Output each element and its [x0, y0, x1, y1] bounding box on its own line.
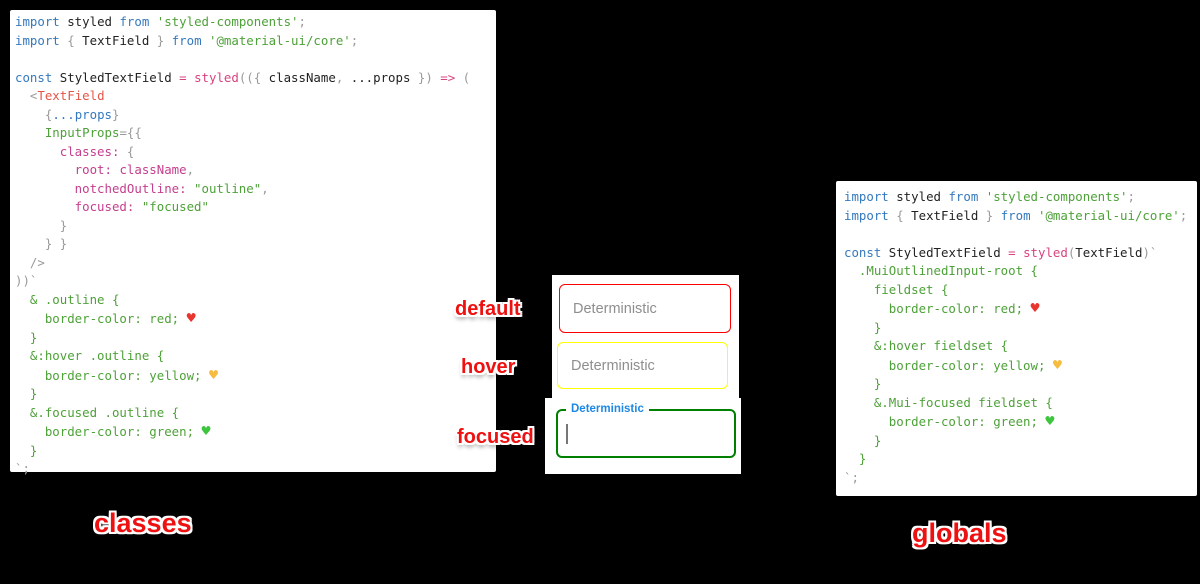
code-line: root: className, — [15, 162, 195, 177]
code-line: `; — [844, 469, 859, 485]
heart-icon: ♥ — [208, 365, 218, 384]
code-line: <TextField — [15, 88, 105, 103]
code-line: import { TextField } from '@material-ui/… — [15, 32, 359, 48]
code-line: } — [15, 329, 38, 345]
code-line: } } — [15, 236, 68, 251]
code-line: InputProps={{ — [15, 125, 142, 140]
code-line: classes: { — [15, 143, 135, 159]
code-panel-classes: import styled from 'styled-components'; i… — [10, 10, 496, 476]
code-line: import styled from 'styled-components'; — [844, 189, 1135, 204]
textfield-hover[interactable]: Deterministic — [557, 342, 728, 389]
heart-icon: ♥ — [186, 309, 196, 327]
code-line: border-color: yellow; ♥ — [15, 365, 218, 384]
code-line: .MuiOutlinedInput-root { — [844, 263, 1038, 278]
code-line: border-color: green; ♥ — [844, 412, 1055, 430]
code-line: fieldset { — [844, 281, 949, 297]
code-line: import styled from 'styled-components'; — [15, 14, 306, 29]
code-line: &:hover fieldset { — [844, 338, 1009, 353]
code-line: } — [15, 217, 68, 233]
heart-icon: ♥ — [1052, 355, 1062, 374]
heart-icon: ♥ — [1030, 299, 1040, 317]
label-default: default — [455, 298, 521, 320]
caption-globals: globals — [912, 518, 1007, 548]
code-line: &:hover .outline { — [15, 348, 165, 363]
code-line: /> — [15, 254, 45, 270]
heart-icon: ♥ — [201, 422, 211, 440]
code-line: import { TextField } from '@material-ui/… — [844, 207, 1188, 223]
textfield-focused[interactable]: Deterministic — [556, 403, 736, 458]
code-line: border-color: red; ♥ — [15, 309, 196, 327]
code-line: {...props} — [15, 106, 120, 122]
code-panel-globals: import styled from 'styled-components'; i… — [836, 181, 1197, 496]
code-line: focused: "focused" — [15, 199, 209, 214]
code-line: } — [844, 432, 882, 448]
code-line: notchedOutline: "outline", — [15, 180, 269, 196]
text-cursor — [566, 424, 568, 444]
heart-icon: ♥ — [1045, 412, 1055, 430]
code-line — [15, 50, 496, 69]
label-hover: hover — [461, 356, 516, 378]
textfield-default-placeholder: Deterministic — [573, 300, 657, 317]
code-line: border-color: red; ♥ — [844, 299, 1040, 317]
textfield-focused-floating-label: Deterministic — [571, 403, 644, 415]
textfield-hover-placeholder: Deterministic — [571, 357, 655, 374]
caption-classes: classes — [94, 508, 192, 538]
code-line: &.focused .outline { — [15, 404, 180, 420]
code-line: &.Mui-focused fieldset { — [844, 394, 1053, 410]
code-line: `; — [15, 461, 30, 476]
code-line: } — [15, 442, 38, 458]
code-line: } — [844, 451, 867, 466]
code-line: const StyledTextField = styled(({ classN… — [15, 69, 471, 85]
code-line: } — [844, 319, 882, 335]
code-line: border-color: yellow; ♥ — [844, 355, 1062, 374]
code-line — [844, 225, 1197, 244]
code-line: border-color: green; ♥ — [15, 422, 211, 440]
code-line: & .outline { — [15, 291, 120, 307]
code-line: } — [15, 386, 38, 401]
textfield-default[interactable]: Deterministic — [559, 284, 731, 333]
code-line: const StyledTextField = styled(TextField… — [844, 244, 1158, 260]
code-line: } — [844, 376, 882, 391]
label-focused: focused — [457, 426, 534, 448]
code-line: ))` — [15, 273, 38, 288]
